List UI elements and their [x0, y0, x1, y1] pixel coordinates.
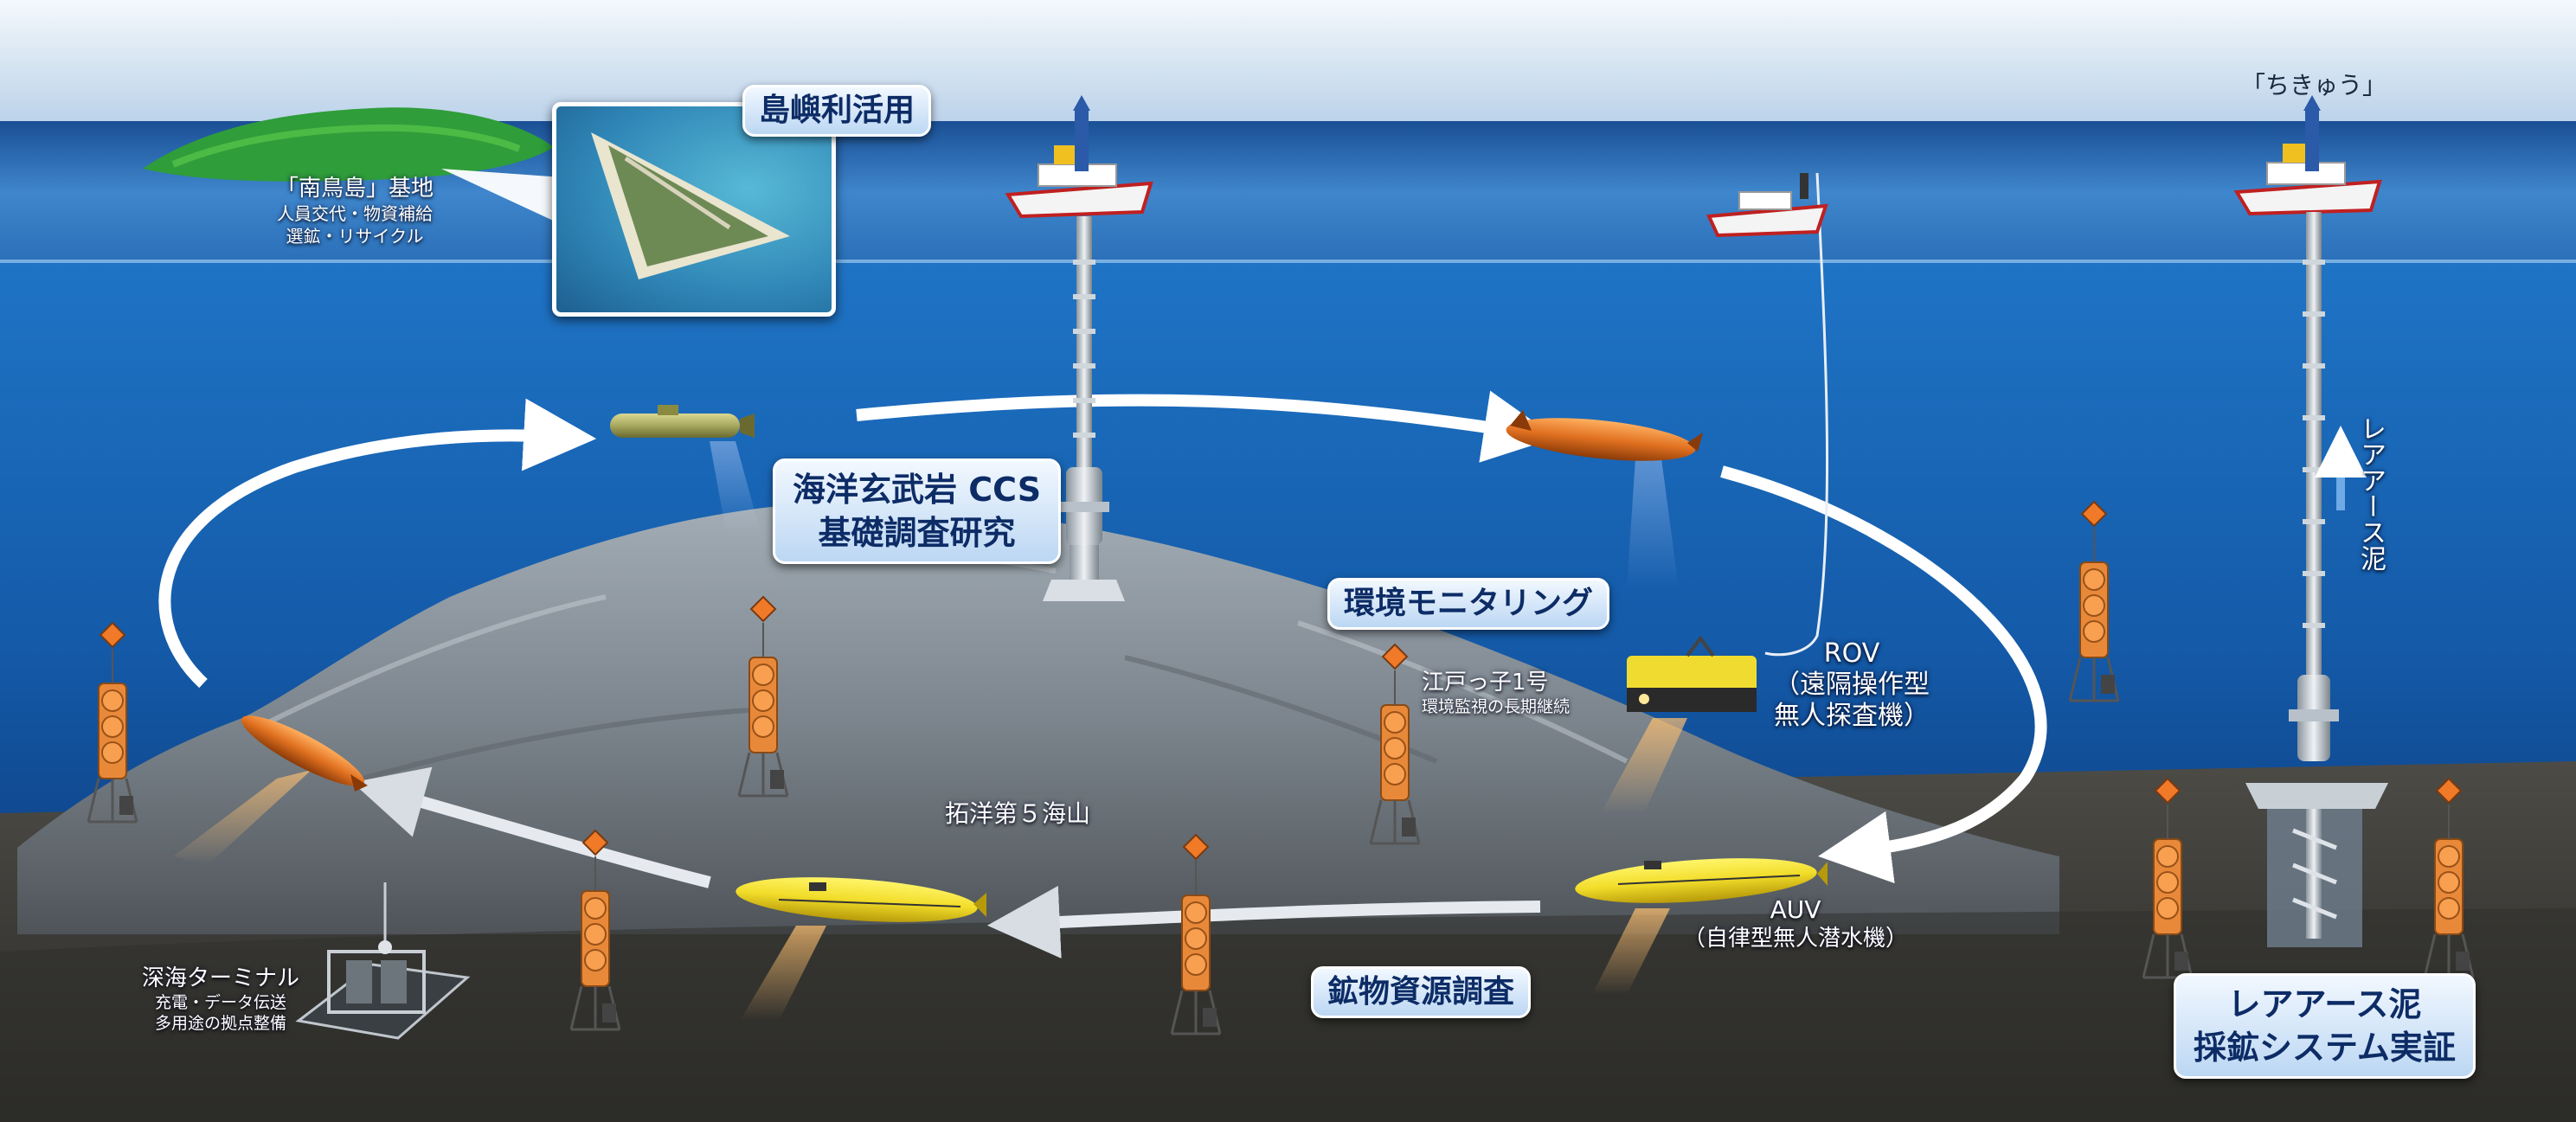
terminal-name: 深海ターミナル — [141, 965, 299, 991]
terminal-sub2: 多用途の拠点整備 — [154, 1014, 286, 1033]
rov-sub2: 無人探査機） — [1774, 701, 1930, 731]
rov-vehicle — [1601, 635, 1757, 813]
edokko-name: 江戸っ子1号 — [1422, 670, 1549, 696]
island-base-label: 「南鳥島」基地 人員交代・物資補給 選鉱・リサイクル — [225, 175, 485, 247]
terminal-sub1: 充電・データ伝送 — [154, 993, 286, 1012]
callout-pointer — [441, 169, 562, 225]
auv-olive — [610, 405, 761, 536]
ccs-line2: 基礎調査研究 — [818, 514, 1016, 552]
ccs-line1: 海洋玄武岩 CCS — [793, 471, 1042, 509]
island-base-sub1: 人員交代・物資補給 — [277, 203, 433, 224]
sky — [0, 0, 2576, 121]
riser-center — [1076, 216, 1092, 476]
arrow-bottom-left — [352, 766, 711, 888]
edokko-label: 江戸っ子1号 環境監視の長期継続 — [1422, 669, 1570, 717]
seamount-label: 拓洋第５海山 — [945, 799, 1091, 828]
rare-mud-vertical-label: レアアース泥 — [2355, 415, 2386, 571]
island-use-box: 島嶼利活用 — [742, 85, 932, 137]
ccs-research-box: 海洋玄武岩 CCS 基礎調査研究 — [773, 458, 1062, 564]
auv-orange-top — [1506, 410, 1703, 588]
auv-yellow-right — [1575, 858, 1828, 995]
arrow-top — [856, 390, 1557, 463]
chikyu-ship — [2233, 95, 2382, 216]
edokko-sub: 環境監視の長期継続 — [1422, 697, 1571, 716]
rare-mud-box-line2: 採鉱システム実証 — [2194, 1029, 2456, 1067]
auv-yellow-left — [736, 877, 986, 1021]
rare-mud-mining-box: レアアース泥 採鉱システム実証 — [2174, 973, 2476, 1079]
rov-sub1: （遠隔操作型 — [1774, 670, 1930, 700]
island-photo — [552, 102, 836, 317]
rov-title: ROV — [1823, 638, 1880, 669]
deep-sea-terminal — [295, 882, 471, 1040]
auv-sub: （自律型無人潜水機） — [1682, 926, 1908, 952]
terminal-label: 深海ターミナル 充電・データ伝送 多用途の拠点整備 — [112, 965, 329, 1034]
env-monitoring-box: 環境モニタリング — [1327, 578, 1610, 630]
auv-orange-left — [173, 715, 368, 865]
auv-title: AUV — [1770, 895, 1821, 924]
auv-label: AUV （自律型無人潜水機） — [1657, 895, 1934, 952]
mineral-survey-box: 鉱物資源調査 — [1311, 966, 1532, 1018]
arrow-bottom — [986, 886, 1541, 959]
mining-system — [2245, 675, 2388, 947]
support-ship — [1706, 173, 1828, 238]
rov-label: ROV （遠隔操作型 無人探査機） — [1765, 638, 1938, 732]
chikyu-label: 「ちきゅう」 — [2241, 71, 2387, 99]
riser-right — [2306, 212, 2322, 679]
island-base-name: 「南鳥島」基地 — [275, 176, 434, 202]
arrow-right — [1720, 465, 2047, 884]
drilling-ship-center — [1005, 95, 1153, 219]
rare-mud-box-line1: レアアース泥 — [2227, 985, 2422, 1023]
island-photo-image — [591, 132, 790, 279]
island — [143, 107, 554, 182]
arrow-left — [158, 398, 597, 689]
rov-tether — [1764, 172, 1829, 657]
wellhead-center — [1043, 467, 1125, 601]
island-base-sub2: 選鉱・リサイクル — [286, 226, 424, 247]
